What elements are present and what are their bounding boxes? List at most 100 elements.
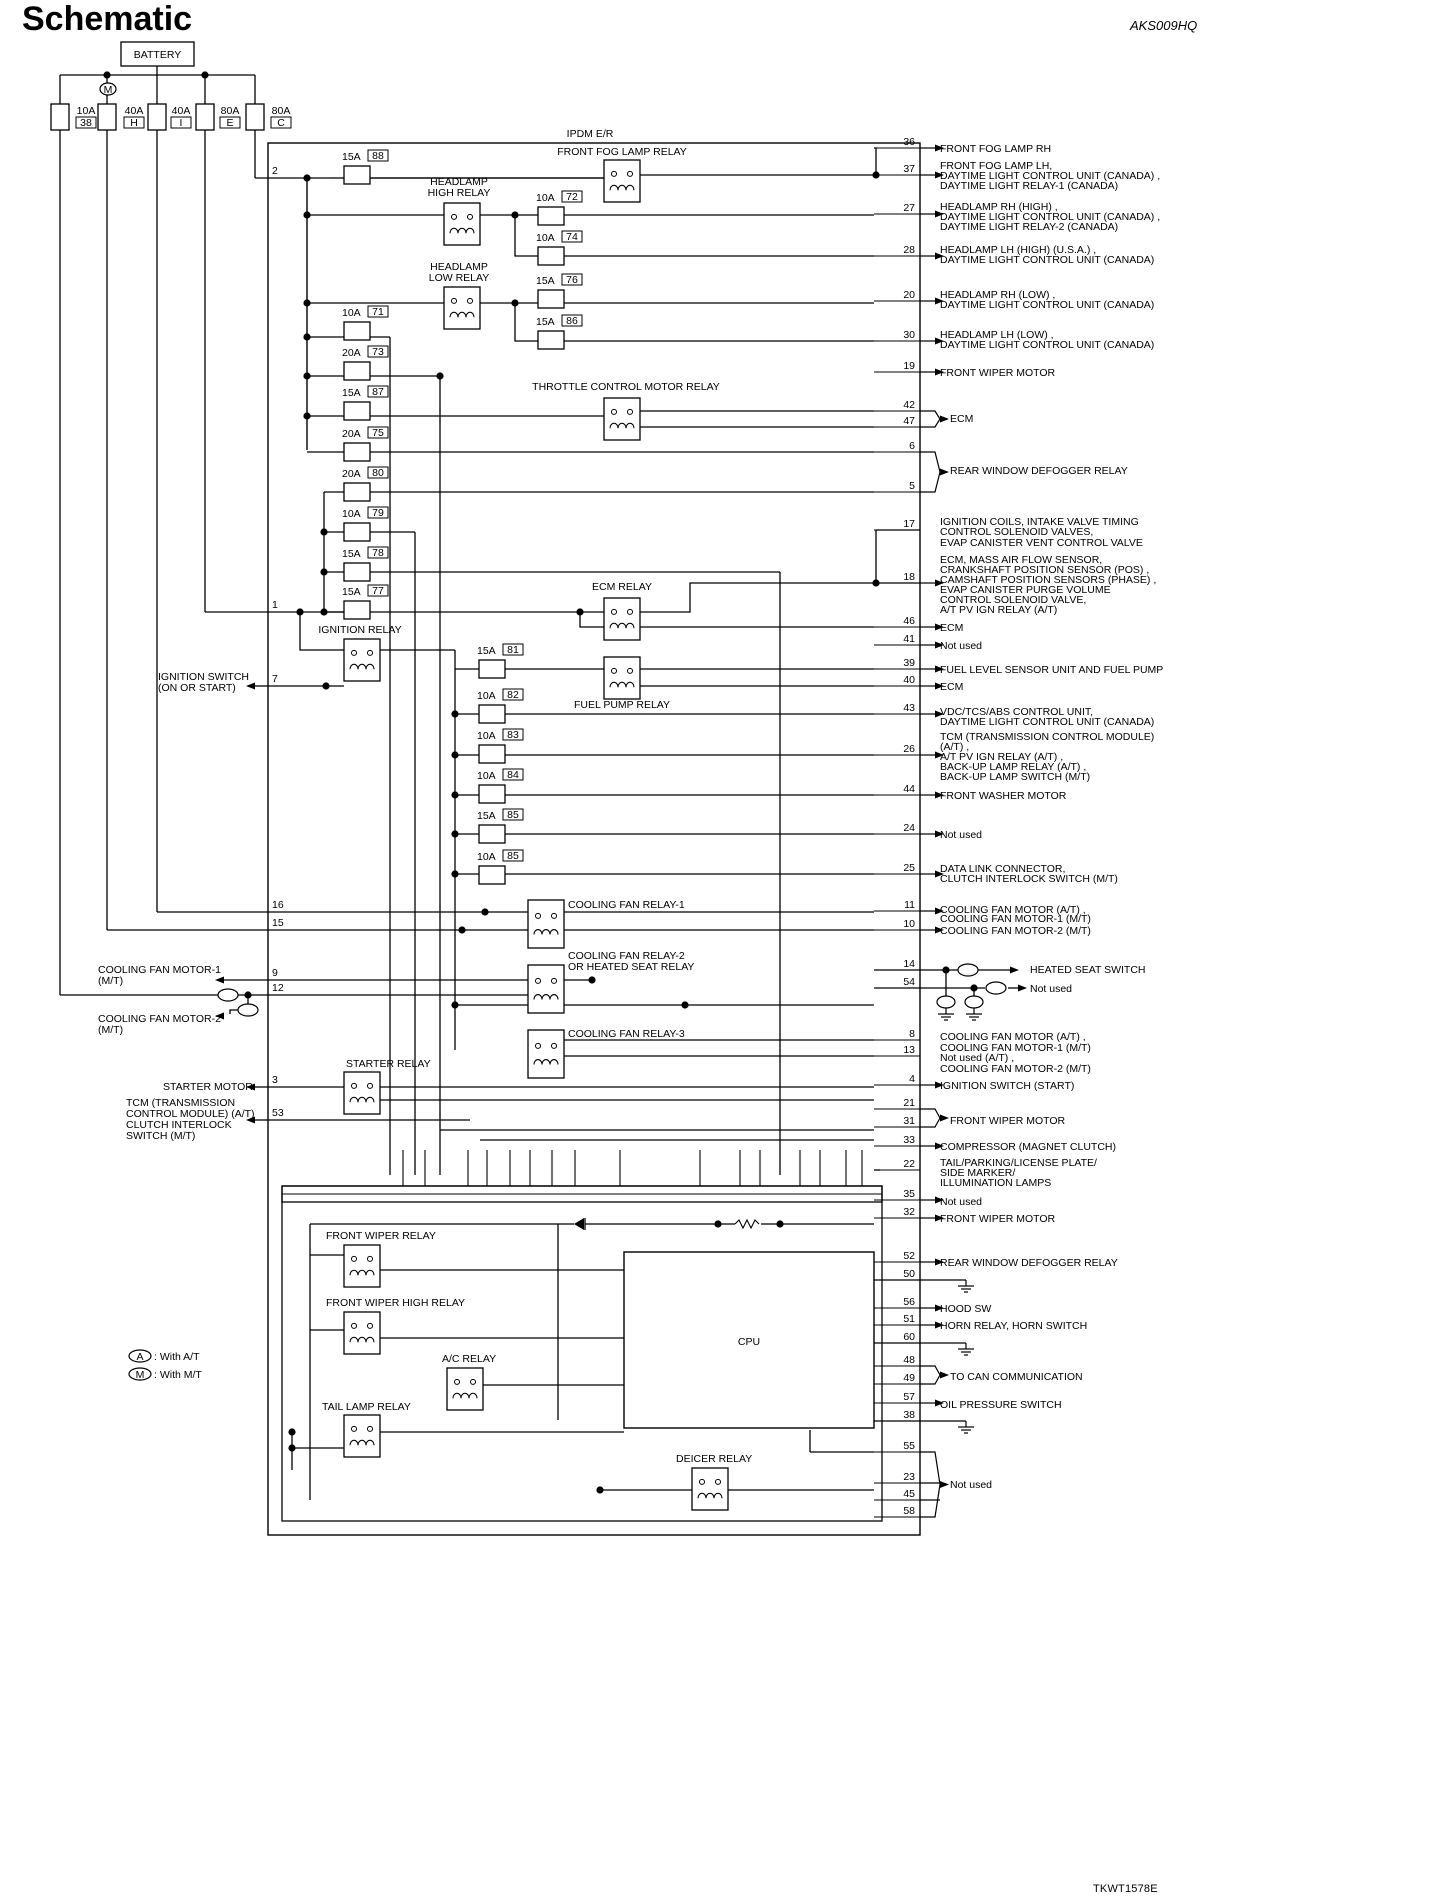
fusible-link <box>50 103 70 131</box>
junction-dot <box>942 966 950 974</box>
junction-dot <box>451 751 459 759</box>
fuse <box>343 321 371 341</box>
arrow-right-icon <box>935 1214 944 1222</box>
right-pin-number: 35 <box>903 1188 915 1200</box>
arrow-right-icon <box>935 682 944 690</box>
fuse-id: 71 <box>372 306 384 318</box>
fuse <box>478 784 506 804</box>
junction-dot <box>303 299 311 307</box>
main-fuse-id: I <box>180 117 183 129</box>
manual-trans-marker <box>936 995 956 1009</box>
relay-contact <box>699 1478 705 1485</box>
arrow-right-icon <box>935 641 944 649</box>
relay-contact <box>351 1082 357 1089</box>
junction-dot <box>288 1444 296 1452</box>
fuse-id: 73 <box>372 346 384 358</box>
fuse-id: 74 <box>566 231 578 243</box>
relay-label: A/C RELAY <box>442 1353 496 1365</box>
external-component-label: DAYTIME LIGHT CONTROL UNIT (CANADA) , <box>940 170 1160 182</box>
arrow-right-icon <box>935 144 944 152</box>
fuse-id-box <box>367 426 389 439</box>
ipdm-label: IPDM E/R <box>567 128 614 140</box>
junction-dot <box>322 682 330 690</box>
relay-label: STARTER RELAY <box>346 1058 431 1070</box>
auto-trans-marker <box>964 995 984 1009</box>
fuse-amp: 15A <box>342 586 361 598</box>
arrow-left-icon <box>215 1012 224 1020</box>
brace <box>920 1108 941 1128</box>
relay-contact <box>627 667 633 674</box>
fuse-id: 72 <box>566 191 578 203</box>
arrow-right-icon <box>940 415 949 423</box>
fuse-id: 81 <box>507 644 519 656</box>
fuel-pump-relay <box>603 656 641 700</box>
arrow-right-icon <box>935 1142 944 1150</box>
relay-contact <box>451 297 457 304</box>
right-pin-number: 32 <box>903 1206 915 1218</box>
fuse <box>343 600 371 620</box>
right-pin-number: 49 <box>903 1372 915 1384</box>
main-fuse-id-box <box>75 116 97 129</box>
right-pin-number: 60 <box>903 1331 915 1343</box>
right-pin-number: 43 <box>903 702 915 714</box>
legend-auto-marker <box>128 1349 152 1363</box>
external-component-label: COOLING FAN MOTOR-2 (M/T) <box>940 1063 1091 1075</box>
external-component-label: DAYTIME LIGHT CONTROL UNIT (CANADA) <box>940 254 1154 266</box>
fuse-amp: 15A <box>536 316 555 328</box>
relay-contact <box>351 649 357 656</box>
right-pin-number: 26 <box>903 743 915 755</box>
fuse-id-box <box>367 305 389 318</box>
external-component-label: SIDE MARKER/ <box>940 1167 1015 1179</box>
wire <box>874 147 877 175</box>
external-component-label: FRONT FOG LAMP LH, <box>940 160 1052 172</box>
external-component-label: CRANKSHAFT POSITION SENSOR (POS) , <box>940 564 1149 576</box>
junction-dot <box>458 926 466 934</box>
ecm-relay <box>603 597 641 641</box>
relay-label: COOLING FAN RELAY-3 <box>568 1028 685 1040</box>
cooling-fan-relay-3 <box>527 1029 565 1079</box>
diode-icon <box>574 1218 584 1230</box>
fuse <box>537 289 565 309</box>
brace <box>920 1365 941 1385</box>
fuse-amp: 20A <box>342 347 361 359</box>
fuse-id-box <box>561 190 583 203</box>
legend-text: : With M/T <box>154 1369 202 1381</box>
right-pin-number: 31 <box>903 1115 915 1127</box>
right-pin-number: 14 <box>903 958 915 970</box>
external-component-label: HEATED SEAT SWITCH <box>1030 964 1146 976</box>
relay-contact <box>611 408 617 415</box>
right-pin-number: 13 <box>903 1044 915 1056</box>
external-component-label: TCM (TRANSMISSION CONTROL MODULE) <box>940 731 1154 743</box>
arrow-right-icon <box>935 1399 944 1407</box>
relay-contact <box>367 1322 373 1329</box>
arrow-right-icon <box>940 1371 949 1379</box>
fuse <box>478 659 506 679</box>
external-component-label: REAR WINDOW DEFOGGER RELAY <box>950 465 1128 477</box>
junction-dot <box>451 870 459 878</box>
relay-coil <box>609 681 635 688</box>
auto-trans-marker <box>217 988 239 1002</box>
external-component-label: HEADLAMP LH (HIGH) (U.S.A.) , <box>940 244 1096 256</box>
relay-contact <box>351 1255 357 1262</box>
fusible-link <box>195 103 215 131</box>
right-pin-number: 41 <box>903 633 915 645</box>
manual-trans-marker <box>237 1003 259 1017</box>
left-pin-number: 3 <box>272 1074 278 1086</box>
fuse-amp: 15A <box>342 387 361 399</box>
junction-dot <box>714 1220 722 1228</box>
relay-coil <box>449 227 475 234</box>
arrow-right-icon <box>935 297 944 305</box>
arrow-right-icon <box>935 579 944 587</box>
fuse <box>478 865 506 885</box>
right-pin-number: 44 <box>903 783 915 795</box>
fuse-id-box <box>561 314 583 327</box>
arrow-right-icon <box>935 870 944 878</box>
relay-contact <box>367 1082 373 1089</box>
junction-dot <box>288 1428 296 1436</box>
arrow-right-icon <box>935 1258 944 1266</box>
wire <box>579 612 604 628</box>
external-component-label: Not used <box>940 829 982 841</box>
right-pin-number: 38 <box>903 1409 915 1421</box>
external-component-label: CAMSHAFT POSITION SENSORS (PHASE) , <box>940 574 1156 586</box>
right-pin-number: 47 <box>903 415 915 427</box>
